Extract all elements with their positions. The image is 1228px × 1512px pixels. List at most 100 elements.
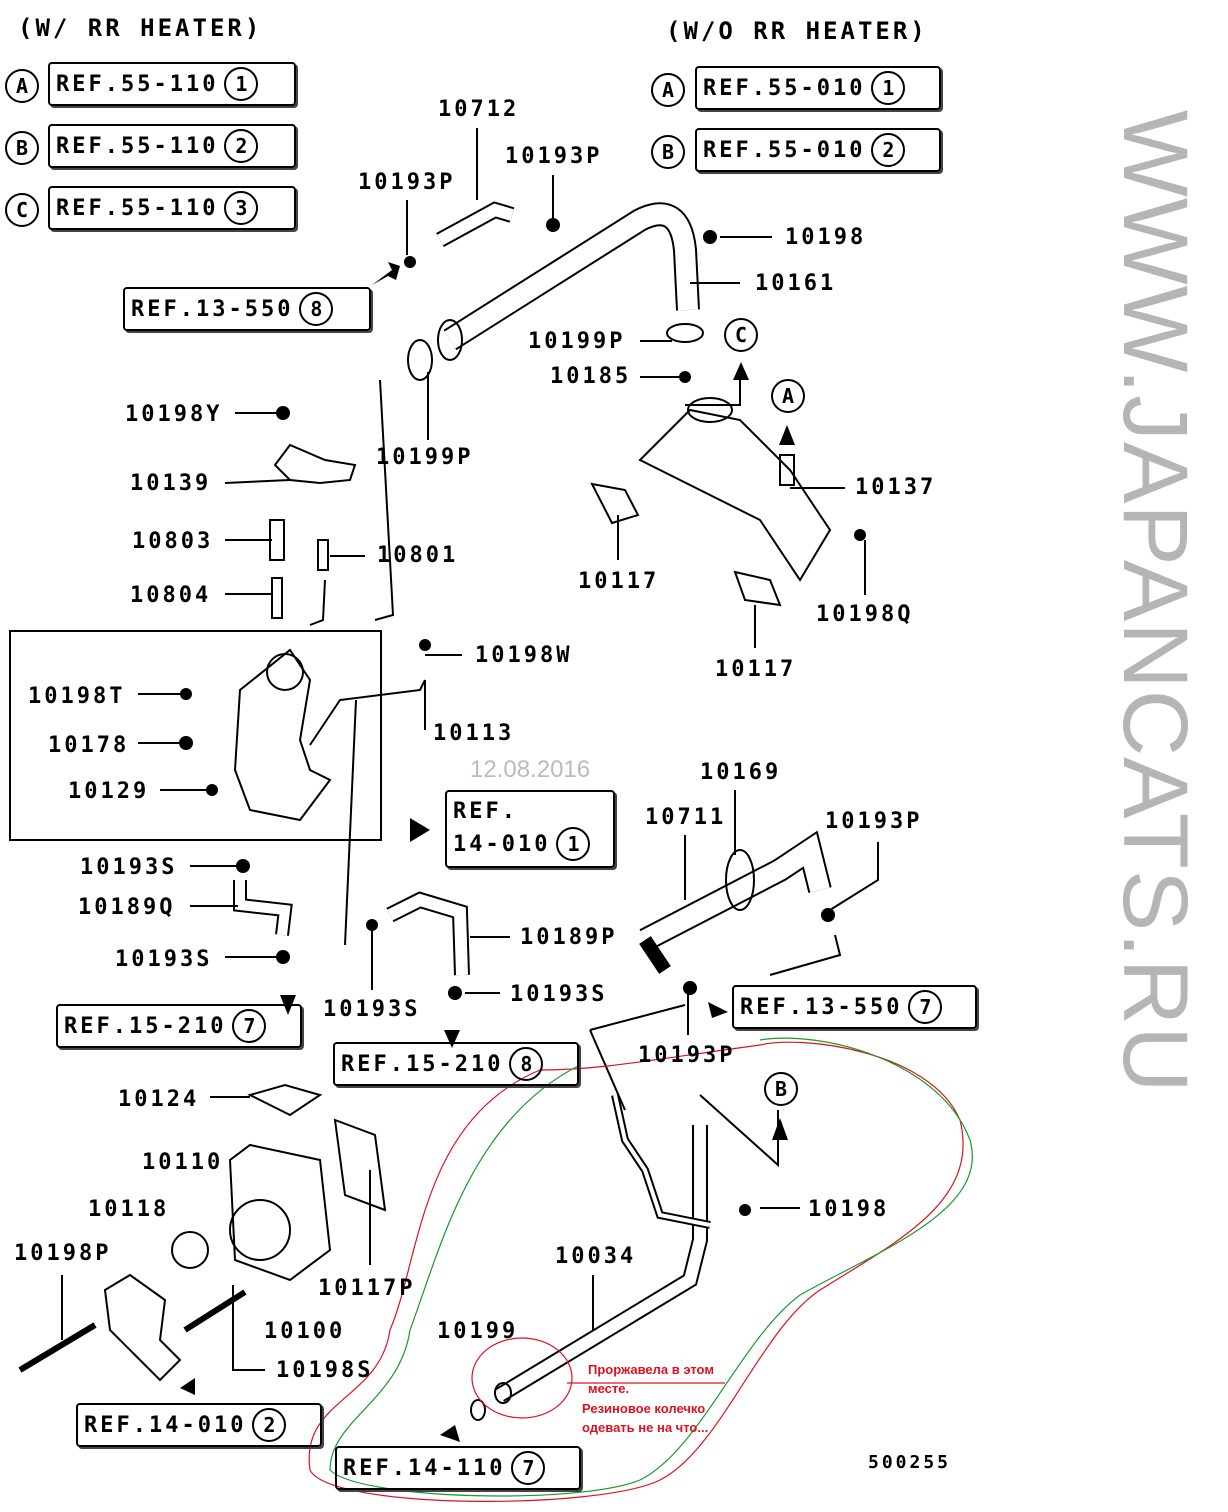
part-number-10118[interactable]: 10118 — [88, 1197, 170, 1222]
connection-marker-b: B — [764, 1072, 798, 1106]
part-number-10161[interactable]: 10161 — [755, 271, 837, 296]
part-number-10178[interactable]: 10178 — [48, 733, 130, 758]
part-number-10034[interactable]: 10034 — [555, 1244, 637, 1269]
ref-letter-c: C — [5, 193, 39, 227]
part-number-10198p[interactable]: 10198P — [14, 1241, 112, 1266]
part-number-10139[interactable]: 10139 — [130, 471, 212, 496]
part-number-10189p[interactable]: 10189P — [520, 925, 618, 950]
part-number-10100[interactable]: 10100 — [264, 1319, 346, 1344]
ref-label: REF.55-110 — [56, 133, 219, 159]
ref-letter-b: B — [5, 131, 39, 165]
part-number-10113[interactable]: 10113 — [433, 721, 515, 746]
ref-number-circle: 2 — [224, 129, 259, 163]
assembly-frame — [9, 630, 382, 841]
ref-number-circle: 2 — [871, 133, 906, 167]
part-number-10199p[interactable]: 10199P — [376, 445, 474, 470]
part-number-10193s[interactable]: 10193S — [510, 982, 608, 1007]
ref-label: REF.14-010 — [84, 1412, 247, 1438]
part-number-10199[interactable]: 10199 — [437, 1319, 519, 1344]
ref-number-circle: 1 — [224, 67, 259, 101]
part-number-10193p[interactable]: 10193P — [825, 809, 923, 834]
ref-number-circle: 2 — [252, 1408, 287, 1442]
ref-letter-a: A — [651, 73, 685, 107]
part-number-10198q[interactable]: 10198Q — [816, 602, 914, 627]
part-number-10198s[interactable]: 10198S — [276, 1358, 374, 1383]
ref-label: REF.55-110 — [56, 71, 219, 97]
ref-number-circle: 7 — [232, 1009, 267, 1043]
red-outline — [308, 1041, 964, 1502]
ref-number-circle: 8 — [509, 1047, 544, 1081]
part-number-10110[interactable]: 10110 — [142, 1150, 224, 1175]
part-number-10198w[interactable]: 10198W — [475, 643, 573, 668]
part-number-10801[interactable]: 10801 — [377, 543, 459, 568]
annotation-line-3: Резиновое колечко — [582, 1401, 706, 1416]
part-number-10193p[interactable]: 10193P — [505, 144, 603, 169]
ref-label: REF.55-110 — [56, 195, 219, 221]
ref-label: REF.13-550 — [740, 994, 903, 1020]
part-number-10804[interactable]: 10804 — [130, 583, 212, 608]
ref-label: REF.15-210 — [64, 1013, 227, 1039]
part-number-10193p[interactable]: 10193P — [638, 1043, 736, 1068]
ref-letter-b: B — [651, 135, 685, 169]
ref-number-circle: 1 — [556, 827, 591, 861]
part-number-10193p[interactable]: 10193P — [358, 170, 456, 195]
part-number-10711[interactable]: 10711 — [645, 805, 727, 830]
ref-letter-a: A — [5, 69, 39, 103]
part-number-10185[interactable]: 10185 — [550, 364, 632, 389]
red-circle-10199 — [471, 1337, 573, 1419]
part-number-10199p[interactable]: 10199P — [528, 329, 626, 354]
connection-marker-a: A — [771, 379, 805, 413]
part-number-10193s[interactable]: 10193S — [80, 855, 178, 880]
header-without-rr-heater: (W/O RR HEATER) — [666, 17, 928, 45]
ref-number-circle: 3 — [224, 191, 259, 225]
part-number-10198t[interactable]: 10198T — [28, 684, 126, 709]
annotation-line-4: одевать не на что... — [582, 1420, 709, 1435]
watermark: WWW.JAPANCATS.RU — [1104, 110, 1206, 1094]
part-number-10137[interactable]: 10137 — [855, 475, 937, 500]
part-number-10129[interactable]: 10129 — [68, 779, 150, 804]
diagram-code: 500255 — [868, 1452, 952, 1473]
ref-label: REF.14-110 — [343, 1455, 506, 1481]
part-number-10189q[interactable]: 10189Q — [78, 895, 176, 920]
annotation-line-2: месте. — [588, 1381, 630, 1396]
ref-label: REF.13-550 — [131, 296, 294, 322]
ref-number-circle: 1 — [871, 71, 906, 105]
annotation-line-1: Прор­жавела в этом — [588, 1362, 714, 1377]
part-number-10198[interactable]: 10198 — [785, 225, 867, 250]
part-number-10193s[interactable]: 10193S — [115, 947, 213, 972]
part-number-10193s[interactable]: 10193S — [323, 997, 421, 1022]
header-with-rr-heater: (W/ RR HEATER) — [18, 14, 263, 42]
ref-label: 14-010 — [453, 832, 551, 857]
ref-label: REF.55-010 — [703, 137, 866, 163]
ref-label: REF. — [453, 799, 518, 824]
part-number-10117p[interactable]: 10117P — [318, 1276, 416, 1301]
green-outline — [329, 1037, 973, 1497]
ref-number-circle: 8 — [299, 292, 334, 326]
part-number-10712[interactable]: 10712 — [438, 97, 520, 122]
ref-number-circle: 7 — [511, 1451, 546, 1485]
part-number-10117[interactable]: 10117 — [578, 569, 660, 594]
part-number-10803[interactable]: 10803 — [132, 529, 214, 554]
ref-label: REF.55-010 — [703, 75, 866, 101]
part-number-10169[interactable]: 10169 — [700, 760, 782, 785]
ref-number-circle: 7 — [908, 990, 943, 1024]
part-number-10124[interactable]: 10124 — [118, 1087, 200, 1112]
part-number-10198y[interactable]: 10198Y — [125, 402, 223, 427]
part-number-10117[interactable]: 10117 — [715, 657, 797, 682]
part-number-10198[interactable]: 10198 — [808, 1197, 890, 1222]
